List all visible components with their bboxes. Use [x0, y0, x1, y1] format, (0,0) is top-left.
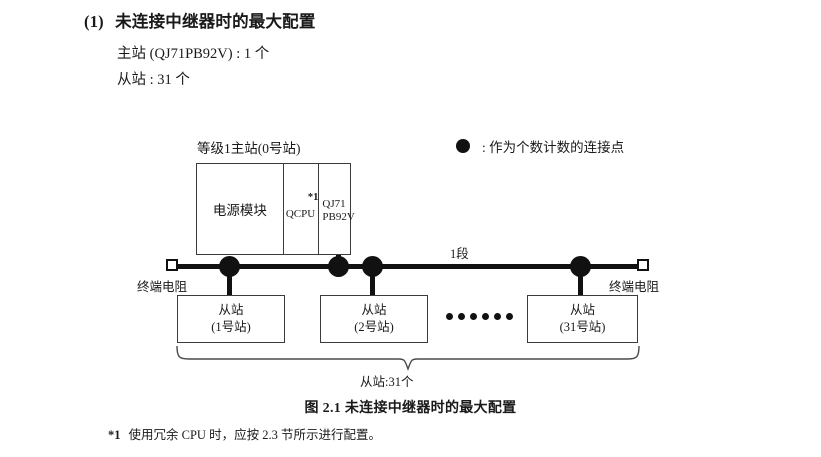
- power-module-label: 电源模块: [212, 203, 267, 218]
- slave-2-drop-line: [370, 266, 375, 296]
- footnote-marker: *1: [108, 428, 121, 442]
- slave-31-drop-line: [578, 266, 583, 296]
- segment-label: 1段: [450, 247, 469, 261]
- rack-cell-network-module: QJ71 PB92V: [319, 164, 354, 254]
- slave-1-station: (1号站): [211, 320, 251, 334]
- cpu-module-label: QCPU: [285, 208, 316, 220]
- slave-2-station: (2号站): [354, 320, 394, 334]
- legend-label: : 作为个数计数的连接点: [482, 140, 625, 155]
- slave-group-brace: [171, 345, 645, 371]
- bus-trunk-line: [177, 264, 638, 269]
- footnote-text: 使用冗余 CPU 时，应按 2.3 节所示进行配置。: [128, 428, 381, 442]
- terminator-left-label: 终端电阻: [137, 280, 188, 294]
- terminator-right-label: 终端电阻: [609, 280, 660, 294]
- slave-total-label: 从站:31个: [360, 375, 414, 389]
- slave-31-title: 从站: [569, 303, 595, 318]
- section-title: (1) 未连接中继器时的最大配置: [84, 8, 316, 32]
- slave-station-box-31: 从站 (31号站): [527, 295, 638, 343]
- slave-1-drop-line: [227, 266, 232, 296]
- rack-cell-cpu-module: *1 QCPU: [284, 164, 320, 254]
- terminator-left-icon: [166, 259, 178, 271]
- cpu-footnote-marker: *1: [307, 192, 319, 203]
- slave-station-box-1: 从站 (1号站): [177, 295, 285, 343]
- slave-station-box-2: 从站 (2号站): [320, 295, 428, 343]
- network-module-label-line2: PB92V: [322, 211, 355, 224]
- connection-node-master: [328, 256, 349, 277]
- section-number: (1): [84, 12, 104, 31]
- network-module-label: QJ71 PB92V: [322, 198, 354, 225]
- slave-2-title: 从站: [361, 303, 387, 318]
- rack-cell-power-module: 电源模块: [197, 164, 284, 254]
- master-station-label: 等级1主站(0号站): [197, 141, 301, 156]
- slave-count-line: 从站 : 31 个: [117, 72, 190, 88]
- slave-1-title: 从站: [218, 303, 244, 318]
- master-station-rack: 电源模块 *1 QCPU QJ71 PB92V: [196, 163, 355, 255]
- legend-filled-circle-icon: [456, 139, 470, 153]
- terminator-right-icon: [637, 259, 649, 271]
- slave-31-station: (31号站): [559, 320, 606, 334]
- network-module-label-line1: QJ71: [322, 198, 346, 210]
- section-title-text: 未连接中继器时的最大配置: [115, 12, 316, 31]
- footnote: *1 使用冗余 CPU 时，应按 2.3 节所示进行配置。: [108, 424, 381, 443]
- figure-caption: 图 2.1 未连接中继器时的最大配置: [304, 401, 517, 416]
- brace-svg: [176, 345, 640, 371]
- slave-continuation-ellipsis-icon: [446, 313, 513, 320]
- master-count-line: 主站 (QJ71PB92V) : 1 个: [117, 46, 270, 62]
